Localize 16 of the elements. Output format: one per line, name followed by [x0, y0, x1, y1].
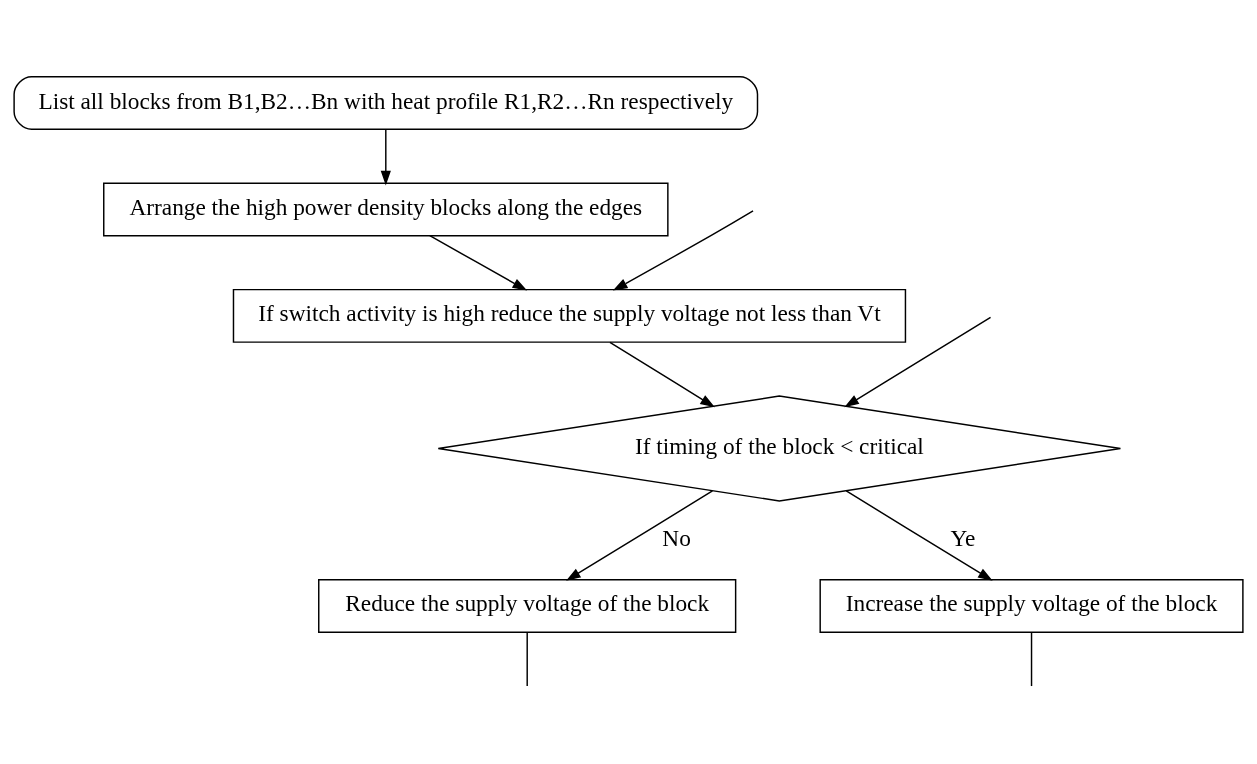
arrow	[612, 210, 754, 291]
edge-label: Ye	[950, 524, 976, 551]
node-box: Increase the supply voltage of the block	[819, 579, 1244, 633]
connector	[1030, 631, 1033, 687]
node-box: Arrange the high power density blocks along the edges	[103, 182, 669, 237]
arrow	[844, 316, 992, 408]
arrow	[429, 235, 528, 291]
edge-label: No	[662, 524, 691, 551]
node-box: Reduce the supply voltage of the block	[318, 579, 737, 633]
node-box: If switch activity is high reduce the supply voltage not less than Vt	[232, 288, 907, 343]
arrow	[845, 490, 993, 581]
arrow	[609, 341, 715, 408]
arrow	[566, 490, 714, 581]
arrow	[380, 128, 391, 186]
connector	[526, 631, 528, 687]
node-box: List all blocks from B1,B2…Bn with heat profile R1,R2…Rn respectively	[13, 76, 759, 131]
